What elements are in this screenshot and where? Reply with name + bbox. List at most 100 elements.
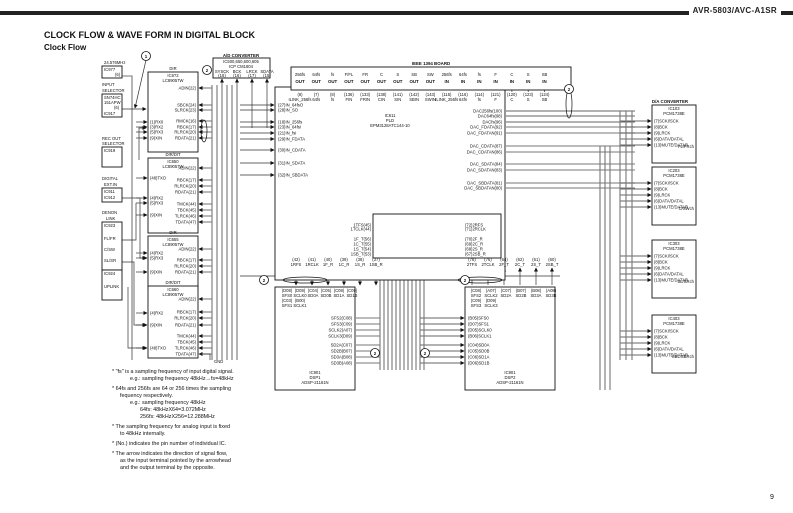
pld-top-pin-name: FRIN xyxy=(360,97,370,102)
pld-top-pin-name: ILINK_256fs xyxy=(288,97,311,102)
pld-inner-left: 1S_T(54) xyxy=(354,247,372,252)
ieee-pin-dir: OUT xyxy=(426,79,436,84)
pld-top-pin-num: (8) xyxy=(330,92,336,97)
dir-left-pin: (4)RX2 xyxy=(150,311,164,316)
pld-name: PLD xyxy=(386,118,394,123)
dac-ic: IC203 xyxy=(668,168,680,173)
osc-ic: IC977 xyxy=(104,67,116,72)
dac-pin: (13)MUTE/DATAR xyxy=(654,143,688,148)
dsp2-top-num: (D09) xyxy=(486,298,497,303)
pld-left-pin: (31)IN_SDATA xyxy=(278,161,306,166)
pld-top-pin-name: fs xyxy=(331,97,334,102)
pld-left-pin: (29)IN_FDATA xyxy=(278,137,305,142)
pld-right-pin: DAC_FDATAN(91) xyxy=(467,131,502,136)
pld-left-pin: (28)IN_SO xyxy=(278,108,299,113)
dir-left-pin: (9)XIN xyxy=(150,323,162,328)
pld-bottom-name: 1RCLK xyxy=(305,262,319,267)
ieee-pin-name: fs xyxy=(478,72,481,77)
pld-inner-right: (71)2RCLK xyxy=(465,227,486,232)
marker-number: 2 xyxy=(464,278,467,283)
dsp1-top-name: SD0B xyxy=(321,293,332,298)
marker-circle-2 xyxy=(370,348,380,358)
signal-group-ellipse xyxy=(200,119,208,143)
dac-part: PCM1738E xyxy=(663,111,685,116)
dir-right-pin: RBCK(17) xyxy=(177,178,197,183)
pld-right-pin: DAC_CDATA(87) xyxy=(470,144,503,149)
dir-right-pin: TLRCK(46) xyxy=(175,346,197,351)
dac-pin: (9)LRCK xyxy=(654,131,670,136)
pld-bottom-num: (41) xyxy=(308,257,316,262)
dir-part: LC89057W xyxy=(163,78,184,83)
dac-pin: (7)SCKI/SCK xyxy=(654,254,679,259)
pld-bottom-name: 1C_R xyxy=(339,262,350,267)
dir-right-pin: SBCK(24) xyxy=(177,103,196,108)
uplink-label: UPLINK xyxy=(104,284,119,289)
ieee-pin-dir: OUT xyxy=(295,79,305,84)
dsp1-top-num: (D08) xyxy=(282,288,293,293)
dir-left-pin: (5)RX3 xyxy=(150,256,164,261)
pld-top-pin-num: (120) xyxy=(507,92,517,97)
dir-part: LC89057W xyxy=(163,292,184,297)
dir-right-pin: RMCK(16) xyxy=(176,119,196,124)
input-pin: (6) xyxy=(114,105,120,110)
dac-pin: (8)BCK xyxy=(654,335,668,340)
osc-freq: 24.576MHz xyxy=(104,60,125,65)
ieee-pin-name: FR xyxy=(362,72,368,77)
ieee-pin-dir: IN xyxy=(477,79,481,84)
dsp1-right-pin: SCLK2(A07) xyxy=(328,328,352,333)
ieee-pin-dir: OUT xyxy=(312,79,322,84)
osc-wire xyxy=(122,75,133,360)
ieee-pin-name: 256fs xyxy=(442,72,452,77)
dir-right-pin: RBCK(17) xyxy=(177,125,197,130)
dir-ic: IC6?2 xyxy=(167,73,179,78)
note-5: * The arrow indicates the direction of s… xyxy=(112,451,231,471)
dsp2-left-pin: (C05)SD0B xyxy=(468,349,490,354)
dsp1-name: DSP1 xyxy=(310,375,322,380)
dir-right-pin: RDATA(21) xyxy=(175,136,197,141)
ieee-pin-dir: OUT xyxy=(377,79,387,84)
dac-pin: (9)LRCK xyxy=(654,341,670,346)
dir-right-pin: ADIN(22) xyxy=(179,86,197,91)
uplink-wire xyxy=(127,287,147,350)
ieee-pin-name: 64fs xyxy=(312,72,320,77)
pld-inner-left: 1C_T(55) xyxy=(353,242,371,247)
dir-right-pin: ADIN(22) xyxy=(179,247,197,252)
digital-ic2: IC912 xyxy=(104,195,116,200)
pld-top-pin-name: SWIN xyxy=(425,97,436,102)
dir-right-pin: RDATA(21) xyxy=(175,323,197,328)
pld-top-pin-name: FIN xyxy=(346,97,353,102)
pld-bottom-num: (39) xyxy=(340,257,348,262)
ext-wire xyxy=(122,197,147,260)
pld-inner-right: (68)2S_R xyxy=(465,247,483,252)
dir-title: DIR/DIT xyxy=(165,280,181,285)
pld-right-pin: DAC_SBDATAN(80) xyxy=(464,186,502,191)
dir-title: DIR xyxy=(169,66,176,71)
pld-bottom-num: (38) xyxy=(356,257,364,262)
dir-right-pin: TDATA(47) xyxy=(175,352,196,357)
pld-top-pin-num: (141) xyxy=(393,92,403,97)
dsp2-top-num: (B08) xyxy=(531,288,542,293)
dir-left-pin: (5)RX3 xyxy=(150,130,164,135)
dsp1-top-num: (C03) xyxy=(282,298,293,303)
pld-top-pin-name: C xyxy=(510,97,513,102)
pld-bottom-num: (76) xyxy=(484,257,492,262)
marker-circle-2 xyxy=(420,348,430,358)
dsp2-name: DSP2 xyxy=(505,375,517,380)
pld-right-pin: DAC_CDATAN(86) xyxy=(467,150,503,155)
pld-left-pin: (21)IN_fsI xyxy=(278,131,296,136)
dir-left-pin: (48)TXO xyxy=(150,346,167,351)
dsp2-top-name: SCLK2 xyxy=(484,293,498,298)
dir-left-pin: (3)RX2 xyxy=(150,125,164,130)
dir-part: LC89057W xyxy=(163,242,184,247)
pld-bottom-name: 2C_T xyxy=(515,262,526,267)
dsp2-box xyxy=(464,286,556,391)
ieee-pin-dir: IN xyxy=(461,79,465,84)
ieee-pin-name: F/FL xyxy=(345,72,354,77)
denon-ic: IC923 xyxy=(104,223,116,228)
dsp1-top-num: (C09) xyxy=(347,288,358,293)
dac-pin: (8)BCK xyxy=(654,260,668,265)
pld-right-pin: DAC64fs(98) xyxy=(478,114,503,119)
ieee-pin-name: S xyxy=(527,72,530,77)
dsp1-part: ADSP-21161N xyxy=(301,380,328,385)
dac-channel: SBL/SBRch xyxy=(672,354,695,359)
